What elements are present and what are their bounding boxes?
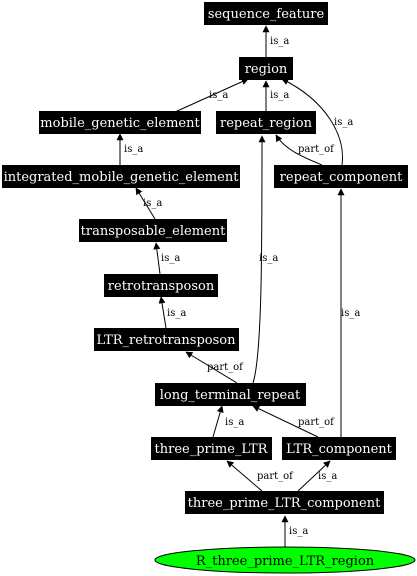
node-region[interactable]: region (239, 57, 293, 80)
edge-label: is_a (289, 526, 308, 537)
edge-label: is_a (334, 117, 353, 128)
node-repeat-component[interactable]: repeat_component (274, 165, 408, 188)
edge-label: is_a (225, 417, 244, 428)
edge-integrated-mge-to-mge: is_a (116, 133, 143, 165)
edge-label: is_a (167, 308, 186, 319)
edge-mobile-genetic-element-to-region: is_a (174, 78, 249, 113)
edge-label: is_a (161, 253, 180, 264)
node-ltr-component[interactable]: LTR_component (282, 437, 396, 460)
node-long-terminal-repeat[interactable]: long_terminal_repeat (155, 383, 306, 406)
node-r-three-prime-ltr-region[interactable]: R_three_prime_LTR_region (154, 546, 416, 574)
node-label: LTR_component (286, 442, 393, 457)
node-retrotransposon[interactable]: retrotransposon (104, 274, 218, 297)
edge-repeat-component-to-region: is_a (281, 78, 353, 166)
edge-ltr-retrotransposon-to-retrotransposon: is_a (158, 296, 186, 329)
edge-ltr-component-to-long-terminal-repeat: part_of (252, 405, 335, 438)
edge-long-terminal-repeat-to-repeat-region: is_a (252, 135, 278, 384)
node-transposable-element[interactable]: transposable_element (79, 219, 227, 242)
node-integrated-mobile-genetic-element[interactable]: integrated_mobile_genetic_element (2, 165, 240, 188)
node-label: retrotransposon (108, 279, 215, 294)
edge-label: is_a (209, 90, 228, 101)
edge-label: is_a (259, 253, 278, 264)
edge-label: is_a (270, 36, 289, 47)
edge-label: is_a (270, 90, 289, 101)
edge-label: part_of (298, 417, 335, 428)
node-label: region (245, 62, 288, 77)
node-label: long_terminal_repeat (160, 388, 301, 403)
node-label: sequence_feature (208, 7, 325, 22)
edge-label: is_a (341, 308, 360, 319)
edge-label: part_of (207, 362, 244, 373)
node-label: LTR_retrotransposon (97, 333, 237, 348)
edge-r-three-prime-ltr-region-to-three-prime-ltr-component: is_a (281, 515, 308, 547)
edge-ltr-component-to-repeat-component: is_a (337, 188, 360, 437)
node-label: three_prime_LTR (155, 442, 269, 457)
node-label: repeat_region (220, 116, 313, 131)
edge-repeat-component-to-repeat-region: part_of (275, 134, 335, 166)
edge-long-terminal-repeat-to-ltr-retrotransposon: part_of (185, 351, 244, 384)
edge-label: is_a (143, 198, 162, 209)
node-label: mobile_genetic_element (40, 116, 200, 131)
node-label: three_prime_LTR_component (188, 496, 381, 511)
node-label: repeat_component (280, 170, 403, 185)
node-mobile-genetic-element[interactable]: mobile_genetic_element (39, 111, 201, 134)
edge-label: part_of (257, 471, 294, 482)
edge-three-prime-ltr-component-to-three-prime-ltr: part_of (226, 460, 294, 492)
edge-label: part_of (298, 144, 335, 155)
node-label: R_three_prime_LTR_region (196, 554, 375, 569)
node-three-prime-ltr[interactable]: three_prime_LTR (151, 437, 272, 460)
node-sequence-feature[interactable]: sequence_feature (204, 2, 328, 25)
node-label: transposable_element (81, 224, 226, 239)
node-ltr-retrotransposon[interactable]: LTR_retrotransposon (94, 328, 239, 351)
edge-repeat-region-to-region: is_a (262, 80, 289, 111)
edge-region-to-sequence-feature: is_a (262, 25, 289, 57)
edge-label: is_a (318, 471, 337, 482)
edge-transposable-element-to-integrated-mge: is_a (135, 187, 162, 220)
node-repeat-region[interactable]: repeat_region (216, 111, 316, 134)
edge-three-prime-ltr-to-long-terminal-repeat: is_a (212, 405, 244, 438)
edges: is_a is_a is_a is_a is_a part_of is_a i (116, 25, 360, 547)
edge-retrotransposon-to-transposable-element: is_a (153, 242, 180, 275)
edge-three-prime-ltr-component-to-ltr-component: is_a (297, 460, 337, 492)
node-label: integrated_mobile_genetic_element (4, 170, 240, 185)
node-three-prime-ltr-component[interactable]: three_prime_LTR_component (185, 491, 384, 514)
edge-label: is_a (124, 144, 143, 155)
